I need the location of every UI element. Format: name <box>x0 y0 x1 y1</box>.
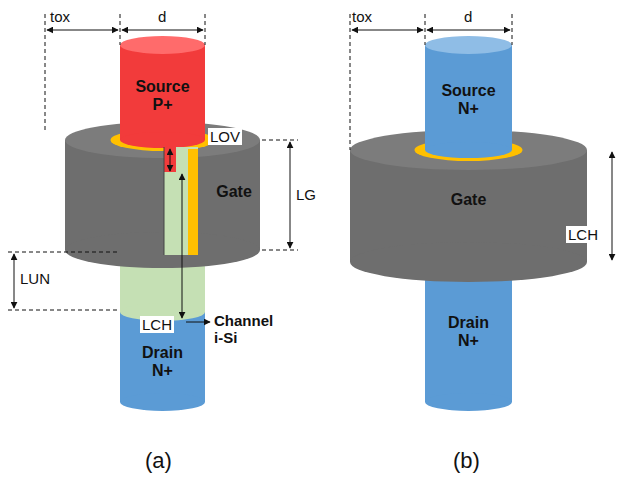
dimension-label: d <box>158 8 166 25</box>
node-text: Gate <box>451 191 487 209</box>
gate-cylinder-a <box>65 122 260 268</box>
gate-cylinder-b <box>350 130 587 282</box>
source-cylinder-a <box>120 36 205 148</box>
region-label: Channel i-Si <box>214 312 276 347</box>
subfigure-label: (a) <box>145 448 172 473</box>
drain-region: Drain N+ <box>425 300 512 364</box>
dimension-label: LCH <box>566 226 600 243</box>
subfigure-label: (b) <box>453 448 480 473</box>
node-text: Source P+ <box>130 78 196 115</box>
dimension-label: LOV <box>208 128 242 145</box>
node-text: Drain N+ <box>436 314 502 351</box>
node-text: Gate <box>216 183 252 201</box>
source-region: Source N+ <box>425 62 512 138</box>
dimension-label: LG <box>296 186 316 203</box>
source-region: Source P+ <box>120 58 205 134</box>
node-text: Source N+ <box>436 82 502 119</box>
dimension-label: tox <box>50 8 70 25</box>
gate-electrode: Gate <box>425 180 512 220</box>
gate-cutaway <box>164 147 198 255</box>
dimension-label: tox <box>352 8 372 25</box>
dimension-label: LUN <box>20 270 50 287</box>
node-text: Drain N+ <box>130 344 196 381</box>
source-cylinder-b <box>425 36 512 158</box>
drain-cylinder-b <box>425 262 512 411</box>
drain-region: Drain N+ <box>120 330 205 394</box>
dimension-label: LCH <box>140 316 174 333</box>
drain-cylinder-a <box>120 312 205 411</box>
gate-electrode: Gate <box>208 172 260 212</box>
dimension-lines <box>8 14 612 322</box>
dimension-label: d <box>464 8 472 25</box>
